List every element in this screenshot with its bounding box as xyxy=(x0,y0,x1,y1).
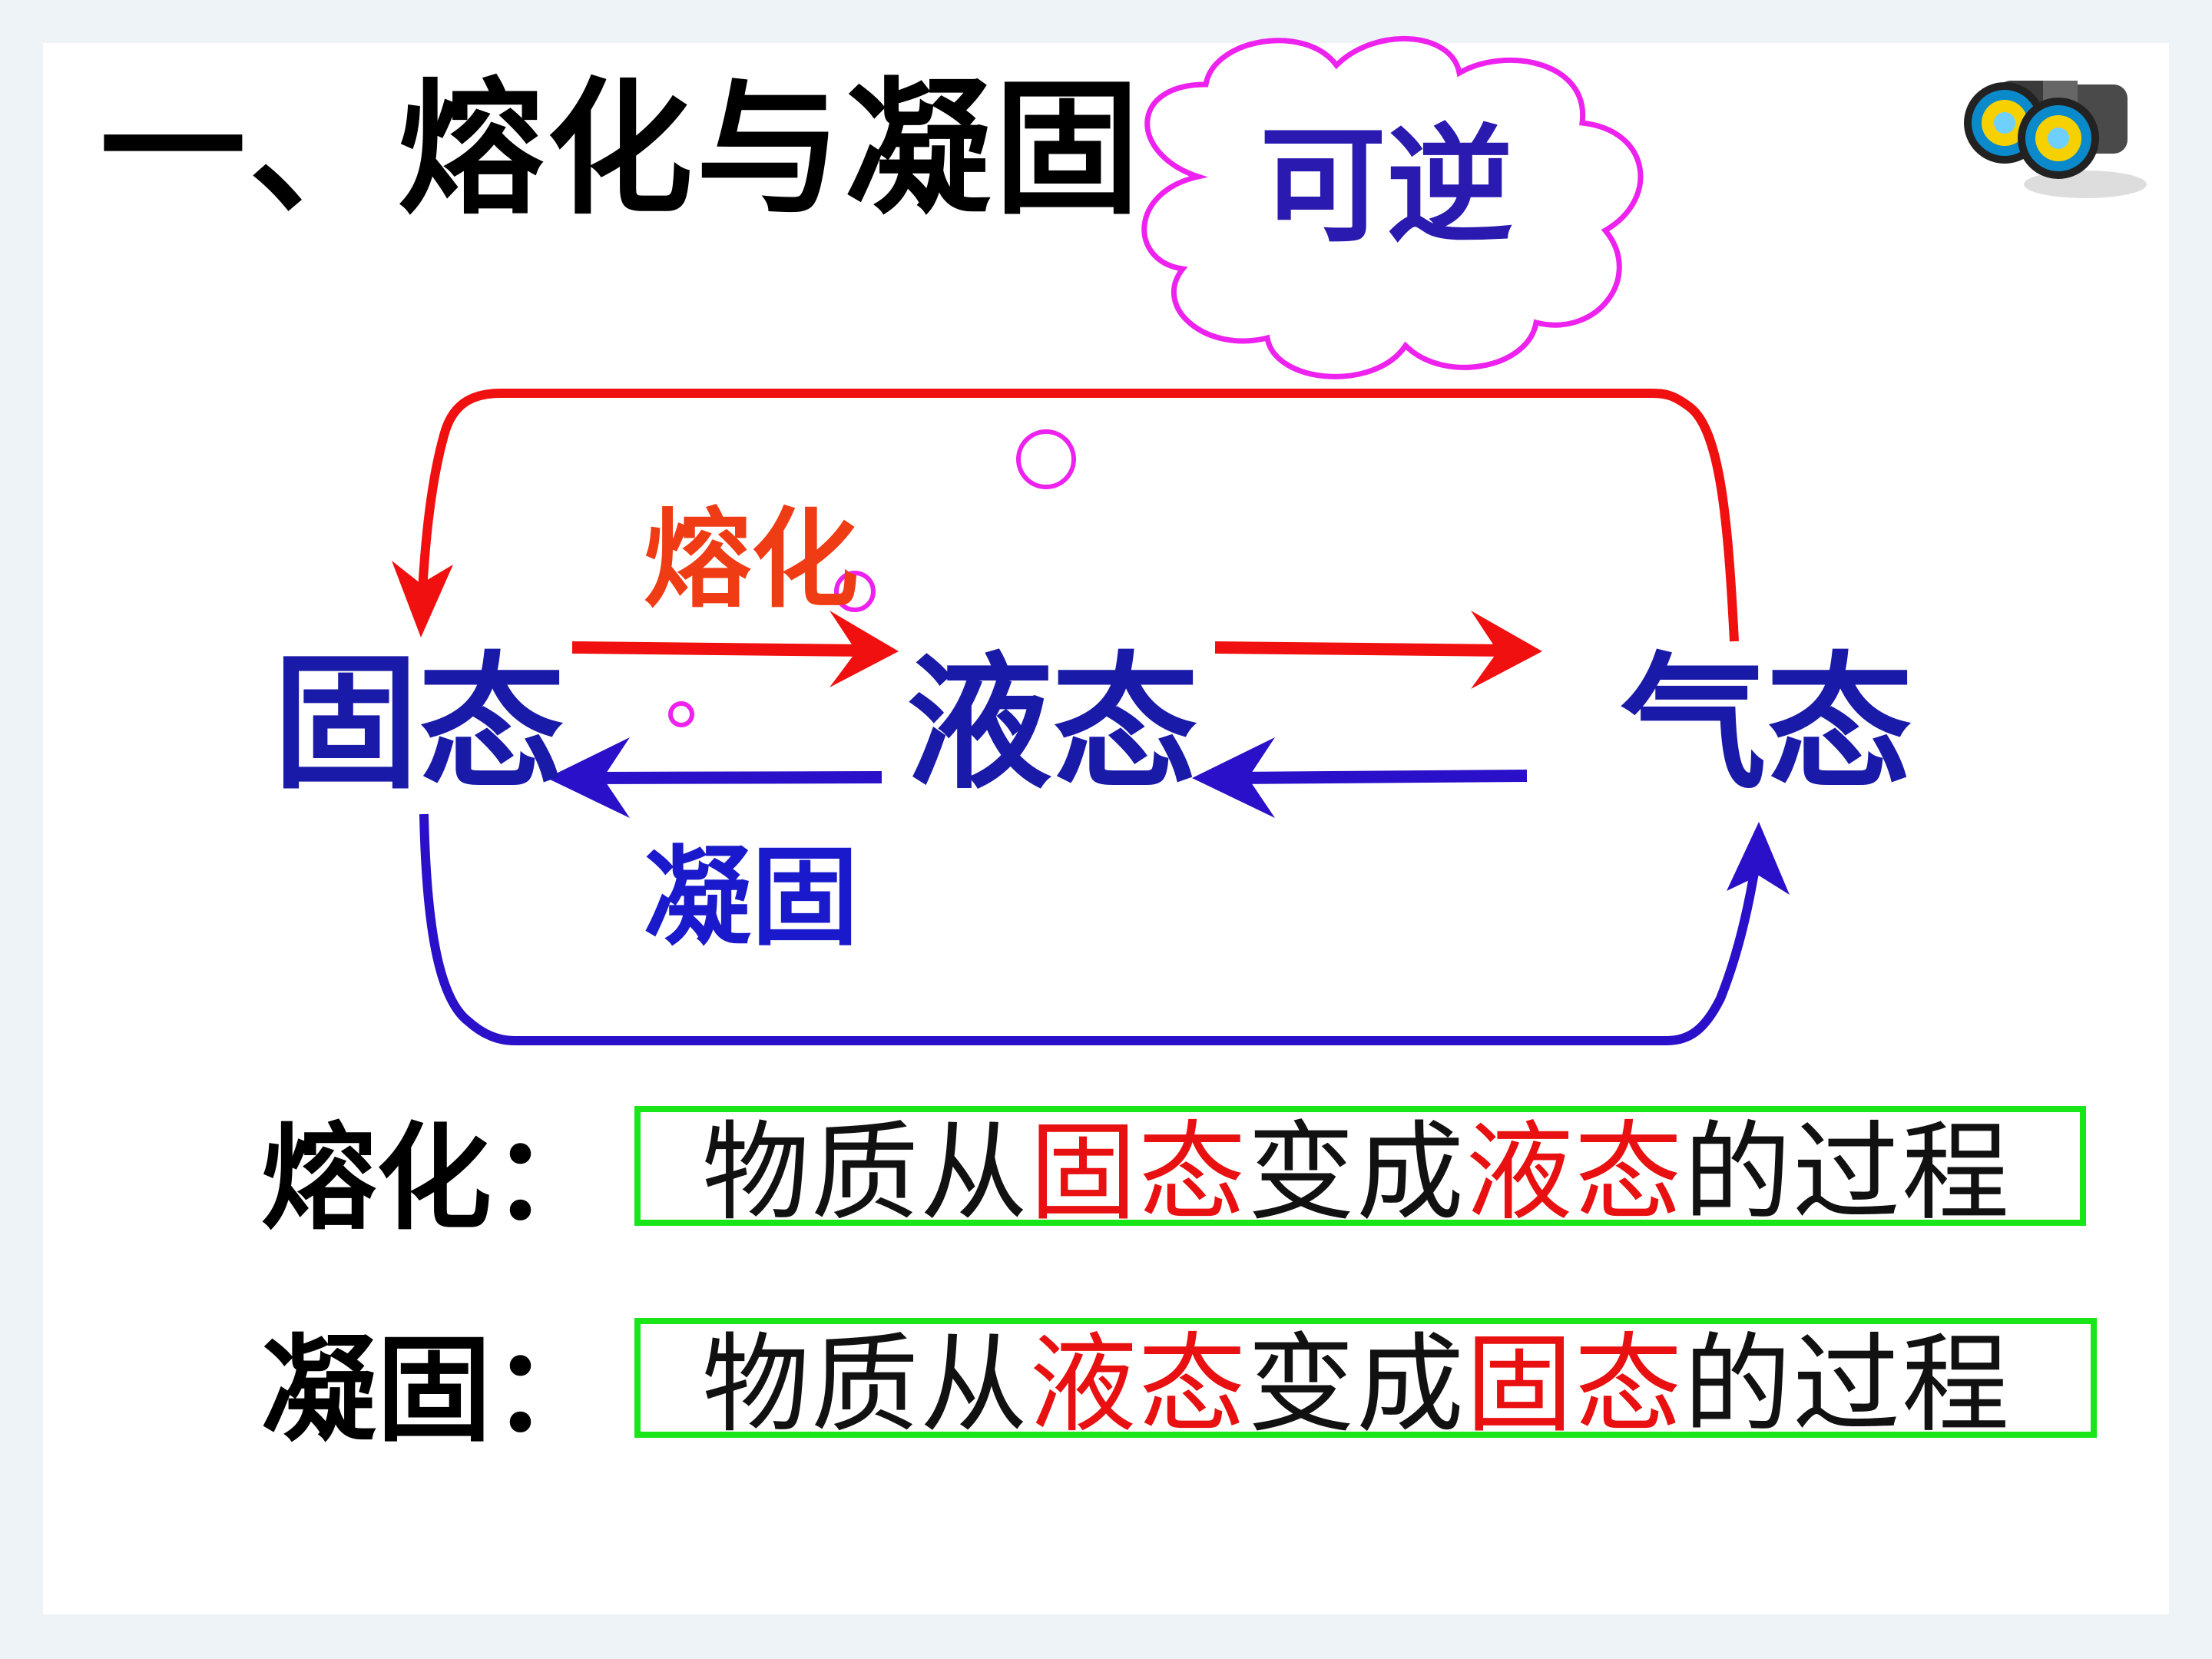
def-part: 变成 xyxy=(1247,1323,1466,1448)
slide-title: 一、熔化与凝固 xyxy=(100,65,1144,234)
vaporization-arrow-line xyxy=(1214,641,1510,657)
definition-box: 物质从液态变成固态的过程 xyxy=(634,1318,2097,1447)
decor-circle-3 xyxy=(668,701,694,727)
top-red-loop xyxy=(418,389,1739,642)
def-part: 的过程 xyxy=(1684,1323,2012,1448)
def-part: 物质从 xyxy=(702,1111,1030,1236)
definition-text: 物质从固态变成液态的过程 xyxy=(702,1111,2011,1236)
melting-arrow-head xyxy=(830,611,899,687)
def-part: 物质从 xyxy=(702,1323,1030,1448)
def-part: 的过程 xyxy=(1684,1111,2012,1236)
solidification-label: 凝固 xyxy=(644,836,859,961)
decor-circle-1 xyxy=(1016,429,1076,489)
melting-label: 熔化 xyxy=(644,498,859,623)
solidification-arrow-line xyxy=(583,771,882,784)
def-part-highlight: 固态 xyxy=(1465,1323,1684,1448)
cloud-label: 可逆 xyxy=(1260,112,1513,260)
solidification-arrow-head xyxy=(547,737,630,818)
def-part-highlight: 液态 xyxy=(1465,1111,1684,1236)
definition-box: 物质从固态变成液态的过程 xyxy=(634,1106,2086,1235)
top-red-loop-arrowhead xyxy=(392,561,453,637)
cloud-shape xyxy=(1141,36,1644,379)
binoculars-icon xyxy=(1964,81,2147,198)
def-part-highlight: 固态 xyxy=(1029,1111,1248,1236)
def-part-highlight: 液态 xyxy=(1029,1323,1248,1448)
definition-term: 熔化： xyxy=(261,1112,608,1246)
slide-background xyxy=(43,43,2169,1614)
decor-circle-2 xyxy=(834,571,876,612)
state-gas: 气态 xyxy=(1621,639,1913,809)
state-solid: 固态 xyxy=(273,639,565,809)
condensation-arrow-head xyxy=(1192,737,1275,818)
melting-arrow-line xyxy=(571,641,869,657)
state-liquid: 液态 xyxy=(906,639,1199,809)
bottom-blue-loop xyxy=(419,813,1760,1045)
def-part: 变成 xyxy=(1247,1111,1466,1236)
definition-term: 凝固： xyxy=(261,1324,608,1458)
bottom-blue-loop-arrowhead xyxy=(1727,822,1790,895)
condensation-arrow-line xyxy=(1228,770,1528,784)
definition-text: 物质从液态变成固态的过程 xyxy=(702,1323,2011,1448)
vaporization-arrow-head xyxy=(1471,611,1542,689)
